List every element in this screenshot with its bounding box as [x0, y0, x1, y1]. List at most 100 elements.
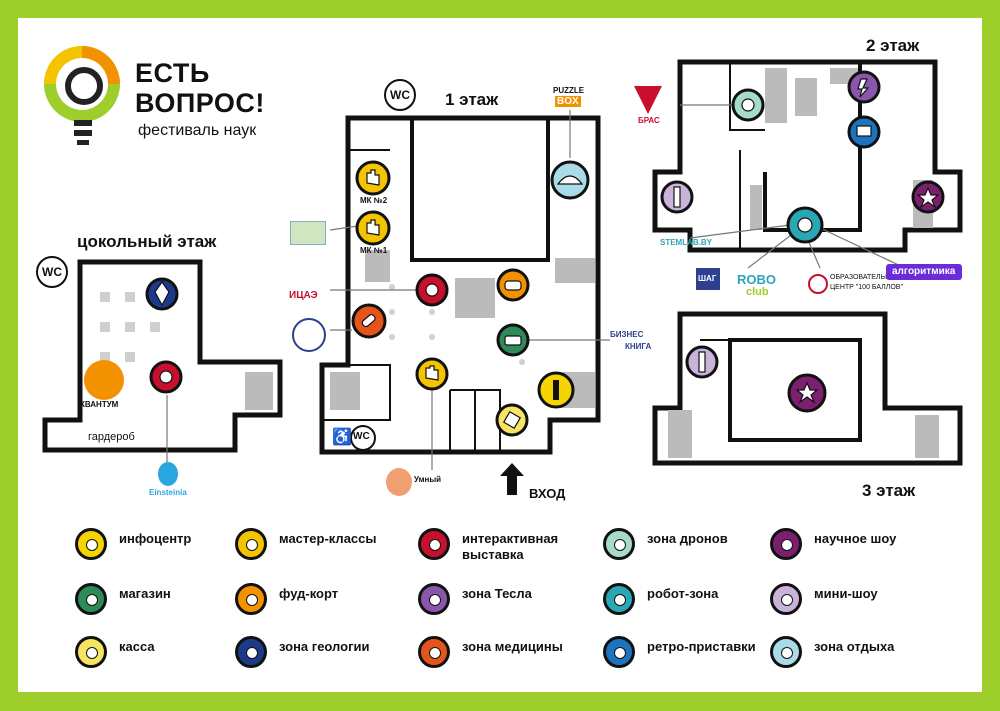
mk2-label: МК №2: [360, 196, 388, 205]
biznes-logo: БИЗНЕС: [610, 330, 644, 339]
legend-label: зона отдыха: [814, 639, 895, 654]
drones-icon: [603, 528, 635, 560]
rest-icon: [770, 636, 802, 668]
legend-label: касса: [119, 639, 155, 654]
legend-item-show: научное шоу: [770, 528, 945, 572]
wc-label: WC: [353, 431, 370, 442]
legend-item-cashier: касса: [75, 636, 250, 680]
basement-walls: [42, 259, 283, 453]
robo-club-logo: club: [746, 286, 769, 298]
puzzle-box-logo: PUZZLE BOX: [552, 86, 592, 110]
icae-logo: ИЦАЭ: [289, 290, 318, 301]
center-100-line1: ОБРАЗОВАТЕЛЬНЫЙ: [830, 274, 902, 281]
wc-badge-basement: WC: [36, 256, 68, 288]
legend-item-food: фуд-корт: [235, 583, 410, 627]
medicine-icon: [418, 636, 450, 668]
legend-label: фуд-корт: [279, 586, 339, 601]
legend-label: научное шоу: [814, 531, 897, 546]
second-floor-walls: [652, 59, 963, 253]
algoritmika-badge: алгоритмика: [886, 264, 962, 280]
legend-label: ретро-приставки: [647, 639, 756, 654]
wc-label: WC: [390, 88, 410, 102]
center-100-icon: [808, 274, 828, 294]
legend-item-minishow: мини-шоу: [770, 583, 945, 627]
umny-logo: Умный: [414, 475, 442, 484]
mk1-label: МК №1: [360, 246, 388, 255]
kniga-logo: КНИГА: [625, 342, 652, 351]
shop-icon: [75, 583, 107, 615]
legend-item-retro: ретро-приставки: [603, 636, 778, 680]
puzzle-box-top: PUZZLE: [553, 86, 585, 95]
legend-label: зона дронов: [647, 531, 728, 546]
shag-logo: ШАГ: [698, 274, 717, 283]
map-card: [18, 18, 982, 692]
infocenter-icon: [75, 528, 107, 560]
bras-logo-icon: [634, 86, 662, 114]
bras-logo: БРАС: [638, 116, 660, 125]
legend-item-medicine: зона медицины: [418, 636, 593, 680]
legend-label: интерактивная выставка: [462, 531, 559, 562]
legend-item-tesla: зона Тесла: [418, 583, 593, 627]
legend-label: мастер-классы: [279, 531, 377, 546]
kvantum-gear-icon: [84, 360, 124, 400]
wc-badge-first: WC: [384, 79, 416, 111]
legend-label: робот-зона: [647, 586, 719, 601]
masterclass-icon: [235, 528, 267, 560]
floor-title-first: 1 этаж: [445, 90, 499, 109]
entrance-label: ВХОД: [529, 486, 566, 501]
university-seal-icon: [292, 318, 326, 352]
wheelchair-icon: ♿: [332, 429, 352, 446]
floor-title-third: 3 этаж: [862, 481, 916, 500]
floor-title-second: 2 этаж: [866, 36, 920, 55]
map-legend: инфоцентр мастер-классы интерактивная выст…: [75, 528, 955, 688]
wc-label: WC: [42, 265, 62, 279]
festival-subtitle: фестиваль наук: [138, 122, 257, 139]
legend-item-geology: зона геологии: [235, 636, 410, 680]
entrance-arrow-icon: [500, 463, 524, 495]
legend-label: инфоцентр: [119, 531, 192, 546]
food-icon: [235, 583, 267, 615]
tesla-icon: [418, 583, 450, 615]
minishow-icon: [770, 583, 802, 615]
legend-item-interactive: интерактивная выставка: [418, 528, 593, 572]
wc-badge-accessible: WC: [350, 425, 376, 451]
legend-item-robots: робот-зона: [603, 583, 778, 627]
legend-item-drones: зона дронов: [603, 528, 778, 572]
legend-label: зона геологии: [279, 639, 370, 654]
legend-item-rest: зона отдыха: [770, 636, 945, 680]
festival-title-line1: ЕСТЬ: [135, 58, 210, 88]
legend-item-shop: магазин: [75, 583, 250, 627]
legend-label: зона медицины: [462, 639, 563, 654]
algoritmika-logo: алгоритмика: [892, 266, 956, 277]
puzzle-box-bottom: BOX: [555, 96, 581, 107]
kvantum-logo: КВАНТУМ: [80, 400, 119, 409]
stairs: [245, 372, 273, 410]
cashier-icon: [75, 636, 107, 668]
legend-item-masterclass: мастер-классы: [235, 528, 410, 572]
retro-icon: [603, 636, 635, 668]
einsteinia-logo: Einsteinia: [149, 488, 187, 497]
shag-logo-icon: ШАГ: [696, 268, 720, 290]
interactive-icon: [418, 528, 450, 560]
legend-label: магазин: [119, 586, 171, 601]
wardrobe-label: гардероб: [88, 431, 135, 443]
floor-title-basement: цокольный этаж: [77, 232, 217, 251]
center-100-line2: ЦЕНТР "100 БАЛЛОВ": [830, 284, 903, 291]
show-icon: [770, 528, 802, 560]
bulb-logo-icon: [44, 46, 120, 145]
festival-title-line2: ВОПРОС!: [135, 88, 265, 118]
first-floor-walls: [319, 115, 601, 455]
umny-face-icon: [386, 468, 412, 496]
robo-logo: ROBO: [737, 272, 776, 287]
robots-icon: [603, 583, 635, 615]
einsteinia-icon: [158, 462, 178, 486]
legend-label: зона Тесла: [462, 586, 532, 601]
geology-icon: [235, 636, 267, 668]
legend-label: мини-шоу: [814, 586, 878, 601]
partner-image-icon: [290, 221, 326, 245]
stemlab-logo: STEMLAB.BY: [660, 238, 712, 247]
legend-item-infocenter: инфоцентр: [75, 528, 250, 572]
third-floor-walls: [652, 311, 963, 466]
